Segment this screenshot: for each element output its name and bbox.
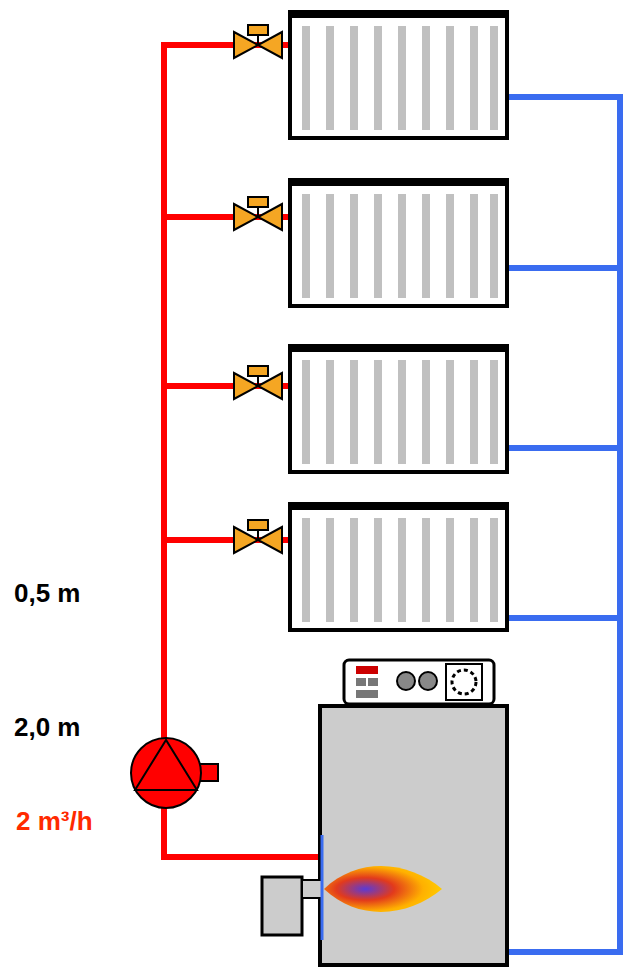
pipe-length-label: 0,5 m bbox=[14, 578, 81, 608]
pump-head-label: 2,0 m bbox=[14, 712, 81, 742]
flow-rate-label: 2 m³/h bbox=[16, 806, 93, 836]
